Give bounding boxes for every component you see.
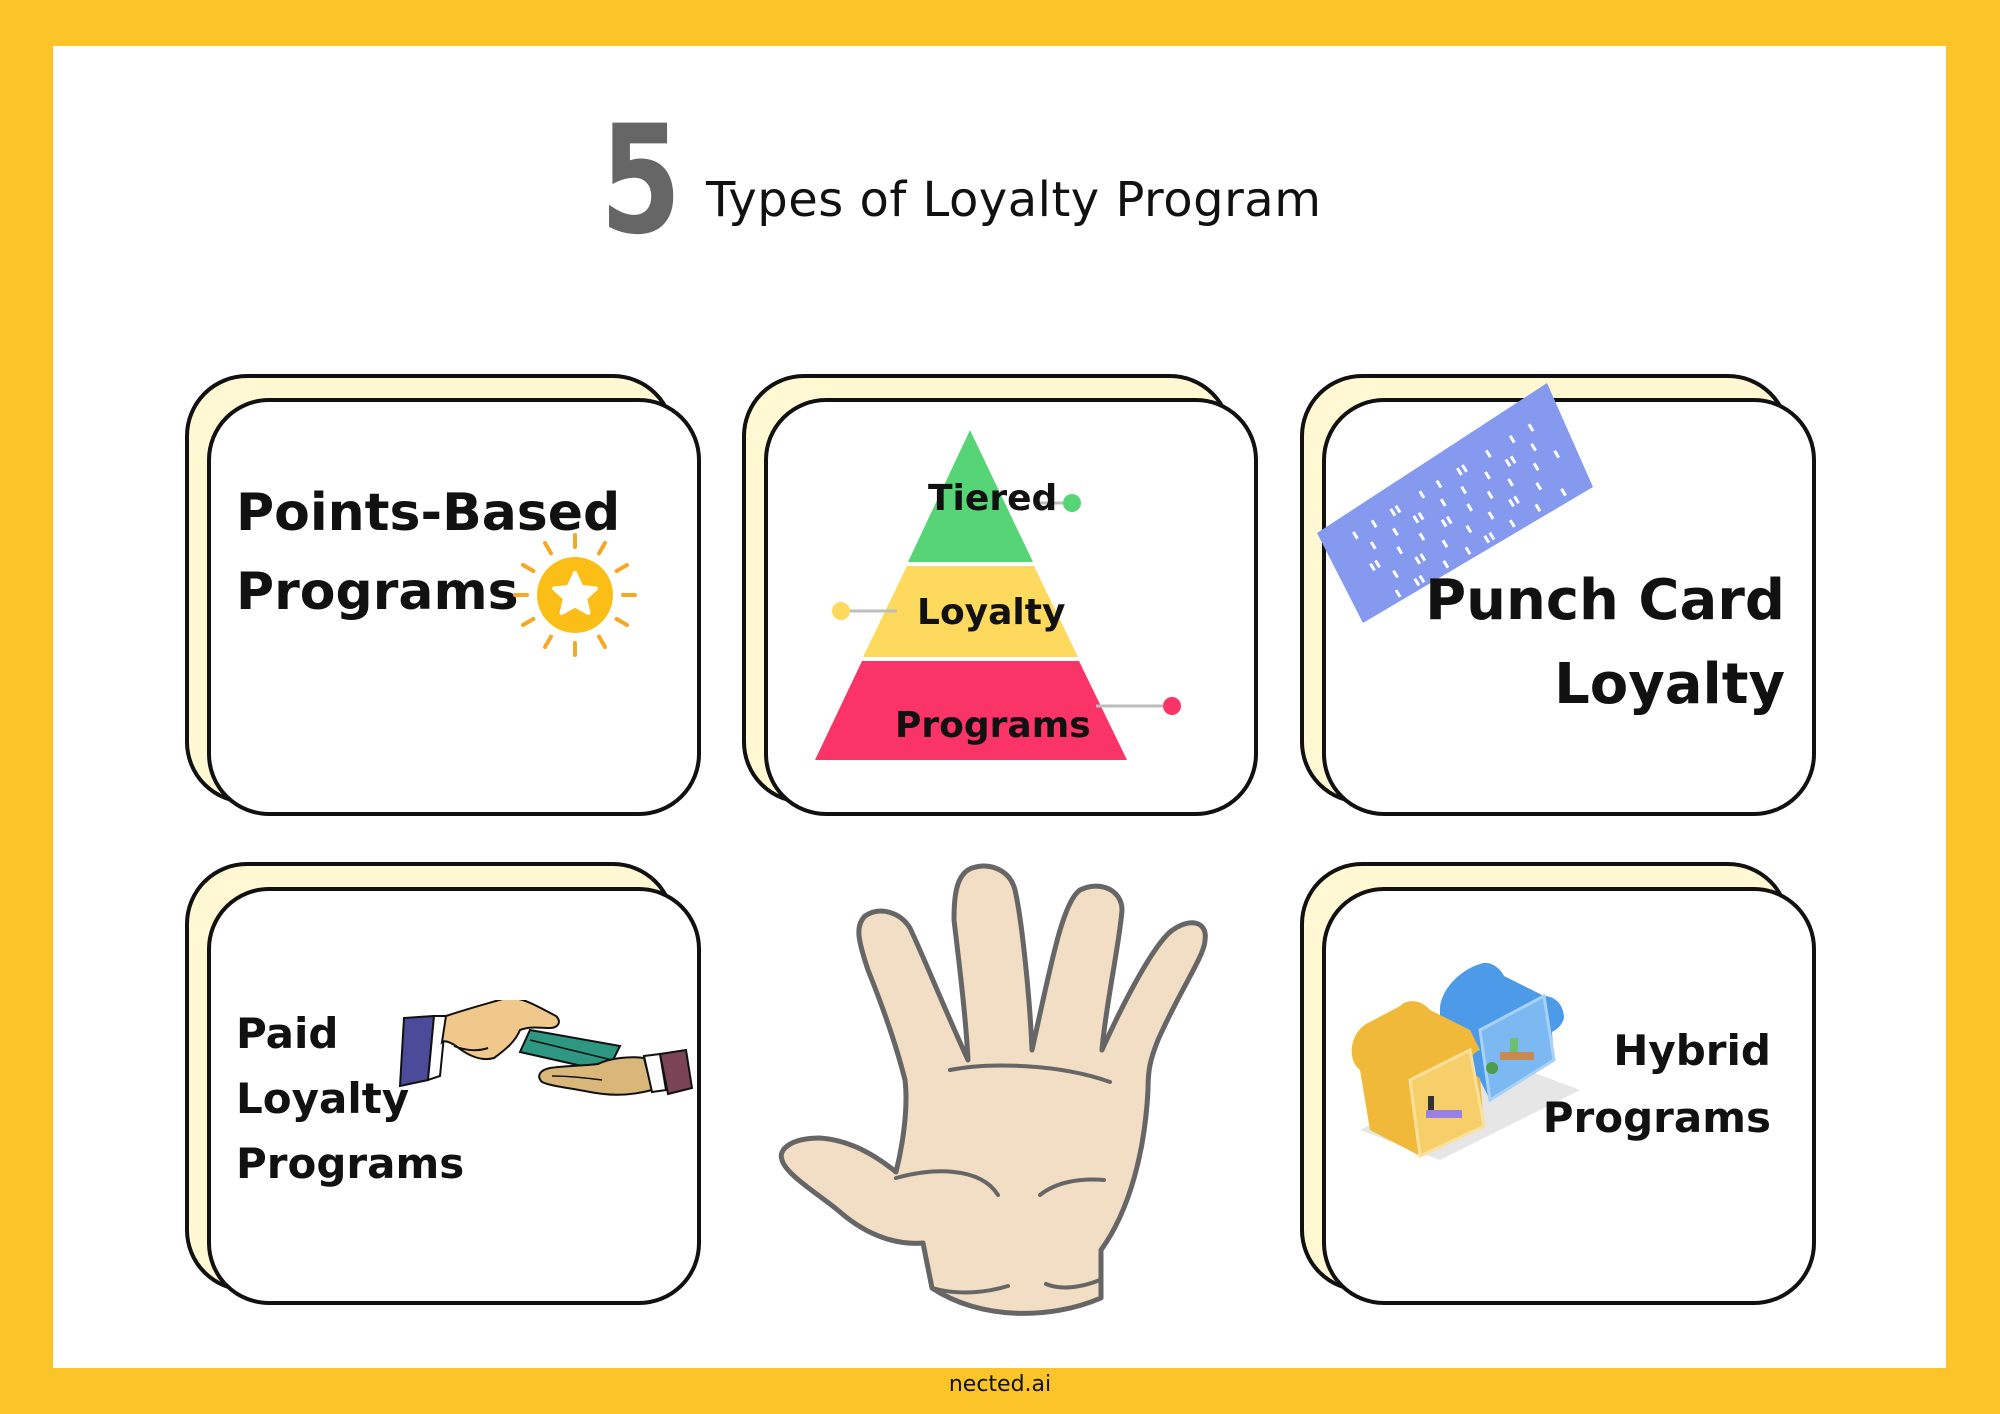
card-title-line-2: Loyalty	[1554, 652, 1785, 717]
pyramid-label-programs: Programs	[895, 705, 1091, 746]
card-title-line-1: Points-Based	[236, 483, 621, 543]
card-title-line-1: Hybrid	[1613, 1026, 1771, 1075]
puzzle-pieces-icon	[1351, 962, 1580, 1160]
open-hand-five-icon	[778, 863, 1208, 1316]
pyramid-label-loyalty: Loyalty	[917, 592, 1066, 633]
handing-money-icon	[398, 1000, 694, 1096]
card-title-line-2: Loyalty	[236, 1074, 410, 1123]
card-title-line-1: Paid	[236, 1009, 339, 1058]
pyramid-label-tiered: Tiered	[928, 478, 1058, 519]
punch-card-icon	[1317, 383, 1593, 623]
pyramid-icon	[815, 430, 1181, 760]
card-front-layer	[207, 887, 701, 1305]
card-front-layer	[207, 398, 701, 816]
page-title: Types of Loyalty Program	[706, 172, 1322, 228]
card-title-line-1: Punch Card	[1425, 568, 1785, 633]
card-title-line-2: Programs	[1542, 1093, 1771, 1142]
card-title-line-2: Programs	[236, 562, 519, 622]
number-five: 5	[600, 94, 681, 268]
sun-star-icon	[513, 533, 637, 657]
card-title-line-3: Programs	[236, 1139, 465, 1188]
footer-brand: nected.ai	[948, 1372, 1052, 1397]
